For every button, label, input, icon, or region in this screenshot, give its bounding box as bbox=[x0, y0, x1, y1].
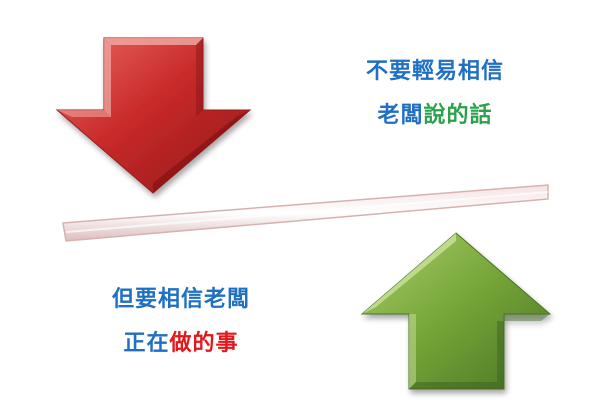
top-message-words: 說的話 bbox=[423, 103, 493, 128]
bottom-message-line-1: 但要相信老闆 bbox=[111, 287, 250, 312]
down-arrow-icon bbox=[55, 37, 252, 194]
top-message: 不要輕易相信 老闆說的話 bbox=[340, 57, 530, 145]
balance-bar bbox=[62, 184, 549, 242]
up-arrow-icon bbox=[360, 232, 552, 390]
top-message-line-1: 不要輕易相信 bbox=[365, 59, 504, 84]
top-message-line-2: 老闆說的話 bbox=[340, 101, 530, 131]
bottom-message: 但要相信老闆 正在做的事 bbox=[86, 285, 276, 373]
bottom-message-things: 做的事 bbox=[169, 331, 239, 356]
bottom-message-line-2: 正在做的事 bbox=[86, 329, 276, 359]
top-message-boss: 老闆 bbox=[377, 103, 424, 128]
bottom-message-doing: 正在 bbox=[123, 331, 170, 356]
